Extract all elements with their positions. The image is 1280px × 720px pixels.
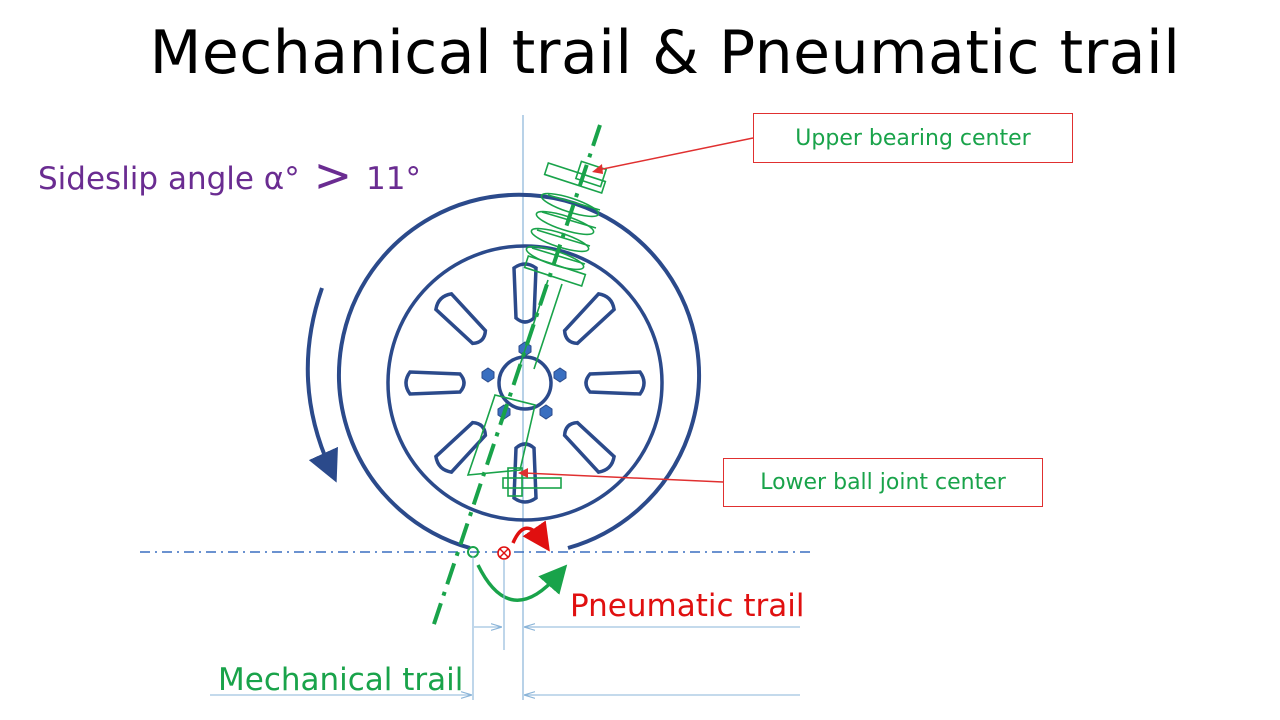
sideslip-prefix: Sideslip angle α°: [38, 161, 300, 197]
upper-bearing-leader: [597, 137, 754, 171]
pneumatic-trail-label: Pneumatic trail: [570, 588, 805, 624]
aligning-moment-arrow: [476, 564, 568, 602]
lower-ball-joint-leader: [523, 472, 724, 483]
dimension-lines: [210, 556, 800, 700]
pneumatic-trail-point: [497, 546, 511, 560]
wheel-hub: [497, 355, 553, 411]
wheel-rim: [386, 244, 664, 522]
sideslip-operator: >: [313, 148, 353, 202]
lower-ball-joint-label: Lower ball joint center: [723, 458, 1043, 507]
strut-assembly: [430, 124, 608, 631]
rotation-arrow: [305, 287, 338, 483]
sideslip-label: Sideslip angle α° > 11°: [38, 148, 421, 202]
wheel-spokes: [404, 262, 646, 504]
mechanical-trail-label: Mechanical trail: [218, 662, 464, 698]
sideslip-value: 11°: [366, 161, 421, 197]
pneumatic-moment-arrow: [511, 520, 550, 552]
page-title: Mechanical trail & Pneumatic trail: [149, 18, 1181, 88]
upper-bearing-label: Upper bearing center: [753, 113, 1073, 163]
steering-axis: [430, 124, 602, 631]
tire-outer: [337, 192, 701, 550]
